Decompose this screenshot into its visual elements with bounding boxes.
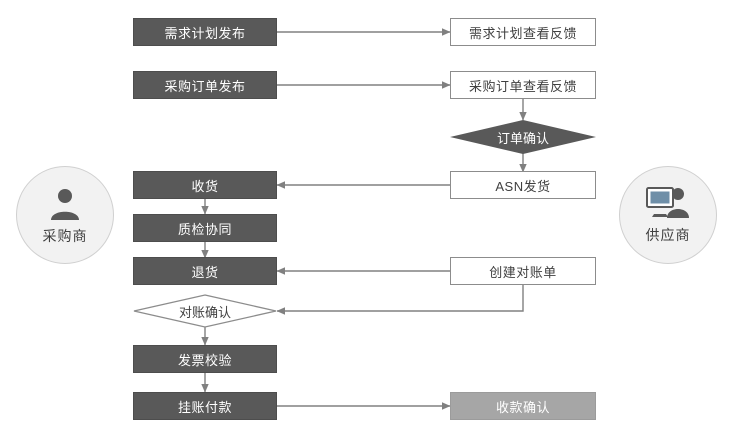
node-receiving[interactable]: 收货 [133,171,277,199]
actor-supplier-label: 供应商 [645,227,691,243]
node-invoice-verification[interactable]: 发票校验 [133,345,277,373]
actor-supplier: 供应商 [619,166,717,264]
node-demand-plan-review[interactable]: 需求计划查看反馈 [450,18,596,46]
diamond-outline [133,294,277,328]
actor-buyer: 采购商 [16,166,114,264]
node-order-confirm[interactable]: 订单确认 [450,120,596,154]
node-receipt-confirm[interactable]: 收款确认 [450,392,596,420]
node-create-reconciliation[interactable]: 创建对账单 [450,257,596,285]
node-purchase-order-review[interactable]: 采购订单查看反馈 [450,71,596,99]
actor-buyer-label: 采购商 [42,228,88,244]
node-quality-collab[interactable]: 质检协同 [133,214,277,242]
node-payment-posting[interactable]: 挂账付款 [133,392,277,420]
node-demand-plan-publish[interactable]: 需求计划发布 [133,18,277,46]
node-asn-shipment[interactable]: ASN发货 [450,171,596,199]
connector-n10-n11 [276,285,524,315]
node-reconciliation-confirm[interactable]: 对账确认 [133,294,277,328]
node-reconciliation-confirm-label: 对账确认 [178,304,231,320]
node-return-goods[interactable]: 退货 [133,257,277,285]
node-order-confirm-label: 订单确认 [496,130,549,146]
node-purchase-order-publish[interactable]: 采购订单发布 [133,71,277,99]
person-icon [45,184,85,224]
supplier-computer-person-icon [645,185,691,223]
